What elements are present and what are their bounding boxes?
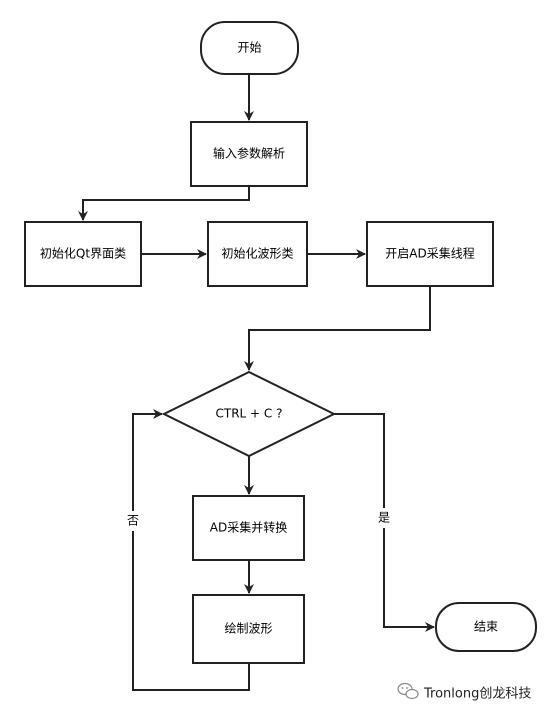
end-label: 结束	[474, 620, 498, 634]
decision-label: CTRL + C ?	[216, 407, 283, 421]
no-label-bg	[124, 511, 142, 531]
edge-label-yes: 是	[378, 511, 390, 525]
start-node: 开始	[200, 21, 299, 75]
ad-convert-node: AD采集并转换	[192, 495, 305, 561]
edge-start-ad-to-decision	[244, 286, 431, 371]
wechat-icon	[397, 682, 419, 700]
start-ad-node: 开启AD采集线程	[366, 221, 494, 287]
yes-label-bg	[375, 508, 393, 528]
edge-draw-loop-back	[132, 409, 250, 691]
draw-node: 绘制波形	[192, 594, 305, 664]
decision-node: CTRL + C ?	[161, 370, 337, 458]
draw-label: 绘制波形	[224, 621, 272, 636]
watermark-text: Tronlong创龙科技	[423, 687, 531, 702]
ad-convert-label: AD采集并转换	[210, 520, 287, 535]
parse-node: 输入参数解析	[190, 121, 308, 187]
parse-label: 输入参数解析	[213, 146, 285, 161]
init-qt-label: 初始化Qt界面类	[40, 247, 126, 261]
init-wave-node: 初始化波形类	[207, 221, 308, 287]
start-ad-label: 开启AD采集线程	[385, 246, 474, 261]
start-label: 开始	[237, 41, 261, 55]
edge-parse-to-init-qt	[78, 186, 250, 221]
end-node: 结束	[435, 602, 537, 652]
init-qt-node: 初始化Qt界面类	[24, 221, 142, 287]
watermark: Tronlong创龙科技	[397, 682, 531, 702]
init-wave-label: 初始化波形类	[221, 247, 293, 261]
edge-label-no: 否	[127, 514, 139, 528]
